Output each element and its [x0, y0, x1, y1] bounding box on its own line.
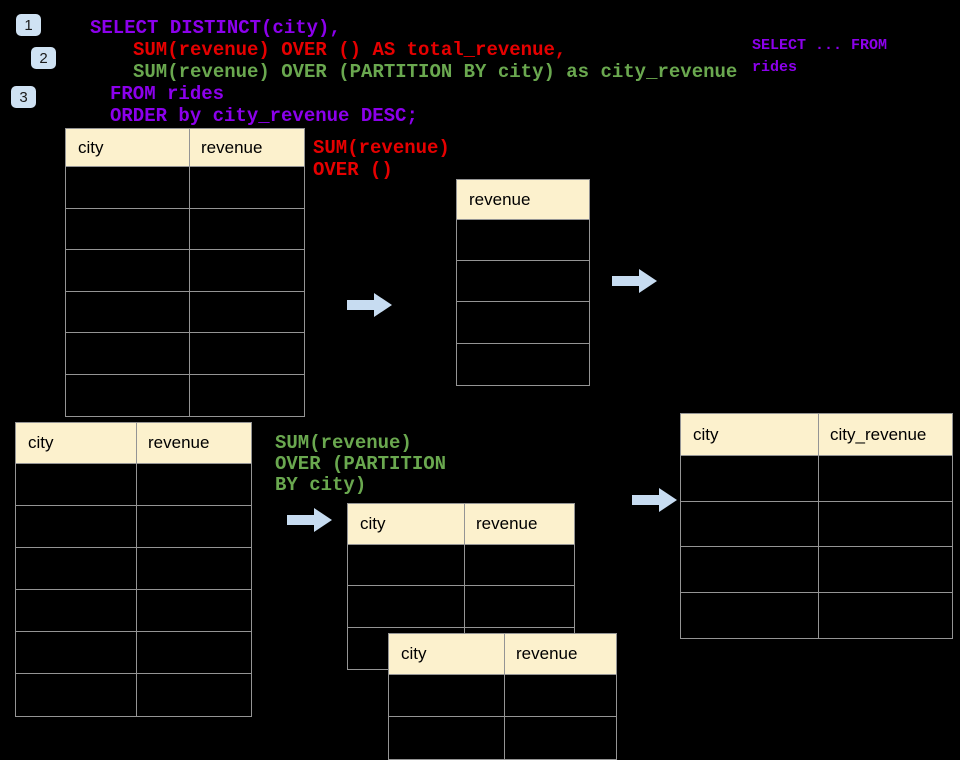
- table-header-row: city revenue: [348, 504, 574, 545]
- column-divider: [464, 504, 465, 669]
- column-header-city-revenue: city_revenue: [830, 424, 927, 444]
- corner-note-line1: SELECT ... FROM: [752, 37, 888, 54]
- arrow-right-icon: [612, 269, 657, 293]
- slide-canvas: 1 2 3 SELECT DISTINCT(city), SUM(revenue…: [11, 14, 953, 760]
- table-header-row: city city_revenue: [681, 414, 952, 456]
- table-row: [457, 261, 589, 303]
- column-header-revenue: revenue: [476, 514, 538, 533]
- total-revenue-window-label: SUM(revenue) OVER (): [313, 137, 450, 181]
- table-row: [348, 586, 574, 628]
- table-source-bottom: city revenue: [15, 422, 252, 717]
- corner-note: SELECT ... FROM rides: [752, 35, 887, 79]
- table-row: [681, 502, 952, 547]
- table-source-top: city revenue: [65, 128, 305, 417]
- sql-code-line-select: SELECT DISTINCT(city),: [90, 17, 341, 39]
- column-header-city: city: [401, 644, 427, 663]
- sql-code-line-from: FROM rides: [110, 83, 225, 105]
- table-row: [66, 292, 304, 333]
- table-row: [457, 302, 589, 344]
- sql-code-line-order-by: ORDER by city_revenue DESC;: [110, 105, 418, 127]
- column-header-revenue: revenue: [516, 644, 578, 663]
- table-row: [389, 717, 616, 759]
- table-header-row: city revenue: [16, 423, 251, 464]
- table-total-result: revenue: [456, 179, 590, 386]
- column-header-revenue: revenue: [201, 137, 263, 157]
- sql-code-line-city-revenue: SUM(revenue) OVER (PARTITION BY city) as…: [133, 61, 738, 83]
- table-header-row: revenue: [457, 180, 589, 220]
- table-partition-back: city revenue: [388, 633, 617, 760]
- step-badge-2: 2: [31, 47, 56, 69]
- column-header-city: city: [693, 424, 719, 444]
- table-row: [16, 548, 251, 590]
- column-divider: [504, 634, 505, 759]
- table-row: [681, 456, 952, 502]
- table-row: [457, 344, 589, 385]
- table-row: [66, 375, 304, 417]
- step-badge-1: 1: [16, 14, 41, 36]
- partition-window-label: SUM(revenue) OVER (PARTITION BY city): [275, 432, 447, 496]
- column-header-revenue: revenue: [148, 433, 210, 452]
- column-divider: [136, 423, 137, 716]
- column-divider: [189, 129, 190, 416]
- table-row: [16, 590, 251, 632]
- table-row: [457, 220, 589, 262]
- column-header-city: city: [360, 514, 386, 533]
- table-header-row: city revenue: [66, 129, 304, 167]
- arrow-right-icon: [632, 488, 677, 512]
- arrow-right-icon: [347, 293, 392, 317]
- column-header-city: city: [28, 433, 54, 452]
- sql-code-line-total-revenue: SUM(revenue) OVER () AS total_revenue,: [133, 39, 567, 61]
- table-row: [681, 593, 952, 639]
- column-divider: [818, 414, 819, 638]
- table-header-row: city revenue: [389, 634, 616, 675]
- table-row: [16, 506, 251, 548]
- table-row: [389, 675, 616, 717]
- table-row: [66, 250, 304, 292]
- table-row: [66, 209, 304, 250]
- column-header-city: city: [78, 137, 104, 157]
- arrow-right-icon: [287, 508, 332, 532]
- table-partition-result: city city_revenue: [680, 413, 953, 639]
- table-row: [681, 547, 952, 593]
- table-row: [16, 464, 251, 506]
- step-badge-3: 3: [11, 86, 36, 108]
- corner-note-line2: rides: [752, 59, 798, 76]
- table-row: [348, 545, 574, 587]
- table-row: [66, 167, 304, 209]
- column-header-revenue: revenue: [469, 189, 531, 209]
- table-row: [16, 674, 251, 716]
- table-row: [16, 632, 251, 674]
- table-row: [66, 333, 304, 375]
